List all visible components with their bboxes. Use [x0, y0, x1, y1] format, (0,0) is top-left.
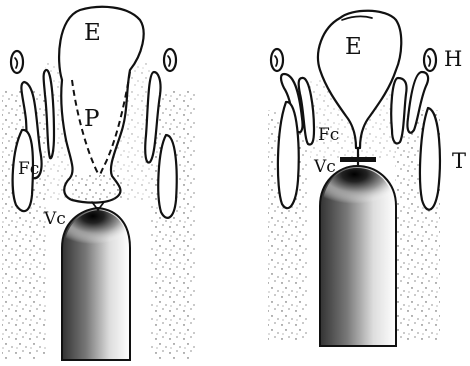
- left-lateral-lobe-right: [158, 135, 176, 218]
- label-right-H: H: [444, 47, 462, 71]
- label-left-Fc: Fc: [18, 159, 39, 179]
- label-right-T: T: [452, 149, 466, 173]
- label-right-Vc: Vc: [313, 157, 336, 177]
- left-figure: [2, 7, 195, 360]
- right-figure: [268, 11, 440, 346]
- label-right-E: E: [345, 34, 362, 60]
- label-right-Fc: Fc: [318, 125, 339, 145]
- right-lateral-lobe-left: [278, 102, 299, 208]
- label-left-P: P: [84, 106, 99, 132]
- left-neck-stipple: [72, 175, 122, 200]
- label-left-E: E: [84, 20, 101, 46]
- label-left-Vc: Vc: [43, 209, 66, 229]
- right-lateral-lobe-right: [420, 108, 440, 210]
- right-crossbar: [340, 157, 376, 162]
